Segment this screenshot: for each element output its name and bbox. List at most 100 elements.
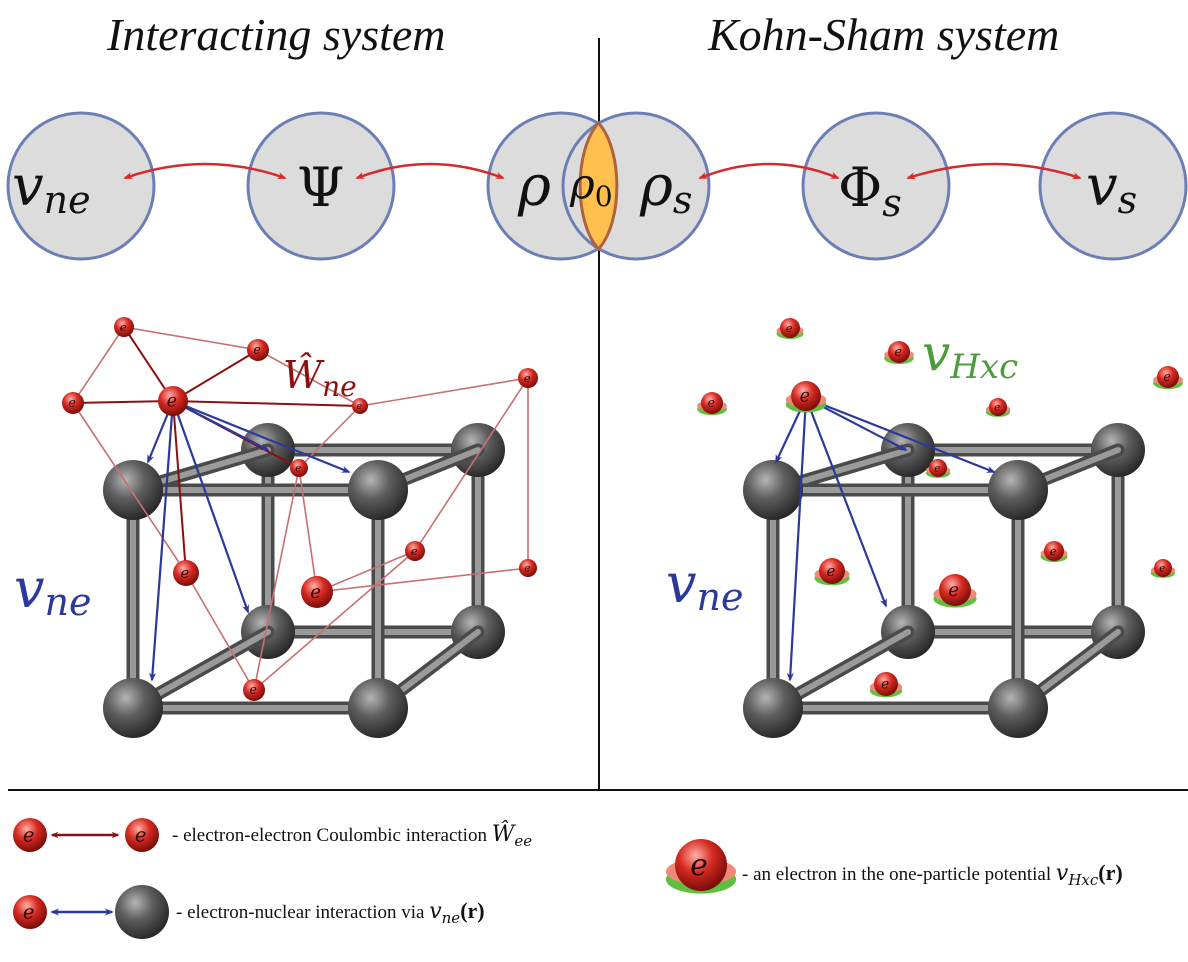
symbol-phi-s: Φs	[838, 156, 902, 225]
ks-electron: e	[869, 672, 903, 698]
electron-sphere	[1157, 366, 1179, 388]
symbol-rho0: ρ0	[569, 159, 613, 213]
symbol-v-s: vs	[1086, 154, 1137, 222]
electron-label: e	[295, 462, 301, 474]
electron: e	[929, 459, 947, 477]
electron-label: e	[411, 544, 418, 558]
electron-label: e	[994, 401, 1000, 413]
electron-label: e	[1050, 544, 1057, 558]
electron: e	[405, 541, 425, 561]
legend-en-text: - electron-nuclear interaction via vne(r…	[176, 898, 485, 927]
ee-arrow-secondary	[256, 349, 362, 407]
electron-label: e	[120, 320, 127, 334]
symbol-rho-s: ρs	[639, 154, 692, 222]
circle-psi	[246, 111, 396, 261]
electron-sphere	[1154, 559, 1172, 577]
arrow-rhos-phis	[698, 162, 840, 180]
ee-arrow-secondary	[72, 325, 125, 405]
legend-en-sub: ne	[441, 908, 461, 927]
ks-electron: e	[985, 398, 1011, 417]
electron: e	[352, 398, 368, 414]
electron-label: e	[881, 677, 889, 693]
electron-label: e	[357, 401, 363, 412]
legend-ks-arg: (r)	[1098, 860, 1123, 885]
ee-arrow-secondary	[298, 405, 361, 469]
ks-electron: e	[925, 459, 951, 478]
electron: e	[519, 559, 537, 577]
legend-en-prefix: - electron-nuclear interaction via	[176, 902, 430, 923]
electron-label: e	[934, 462, 940, 474]
electron-sphere	[62, 392, 84, 414]
arrow-vne-psi	[123, 162, 287, 180]
electron-sphere	[675, 839, 727, 891]
circle-symbols: vne Ψ ρ ρ0 ρs Φs vs	[12, 154, 1137, 225]
en-arrow-right	[804, 396, 888, 608]
nucleus	[348, 678, 408, 738]
electron-sphere	[791, 381, 821, 411]
electron: e	[675, 839, 727, 891]
electron: e	[243, 679, 265, 701]
label-v-ne-left: vne	[14, 557, 91, 624]
arrow-psi-rho	[355, 162, 505, 180]
electron: e	[1154, 559, 1172, 577]
electron-sphere	[819, 558, 845, 584]
nucleus	[988, 460, 1048, 520]
en-arrow-left	[148, 399, 177, 682]
electron: e	[247, 339, 269, 361]
label-W-ne: Ŵne	[283, 353, 357, 403]
legend-en-arg: (r)	[460, 898, 485, 923]
electron-label: e	[948, 580, 959, 601]
nucleus	[743, 460, 803, 520]
electron-label: e	[690, 848, 708, 883]
legend-nucleus	[115, 885, 169, 939]
label-v-hxc: vHxc	[922, 324, 1018, 387]
electron-sphere	[874, 672, 898, 696]
ks-electron: e	[933, 574, 977, 608]
electron: e	[125, 818, 159, 852]
electron: e	[13, 895, 47, 929]
electron: e	[819, 558, 845, 584]
electron: e	[1044, 541, 1064, 561]
electron-sphere	[1044, 541, 1064, 561]
ee-arrow-secondary	[122, 325, 260, 352]
electron-label: e	[786, 321, 793, 335]
electron-label: e	[68, 395, 75, 410]
electron-sphere	[13, 818, 47, 852]
ee-arrow-secondary	[414, 376, 529, 553]
electron-sphere	[114, 317, 134, 337]
ks-electron: e	[884, 341, 914, 365]
overlap-rho0	[578, 120, 619, 252]
legend-ks-sub: Hxc	[1068, 870, 1099, 889]
electron-label: e	[800, 387, 810, 407]
en-arrow-left	[171, 399, 250, 614]
ee-arrow-main	[71, 397, 175, 407]
electron-label: e	[23, 900, 35, 923]
electron-sphere	[125, 818, 159, 852]
electron-label: e	[181, 564, 190, 582]
electron-sphere	[13, 895, 47, 929]
electron-sphere	[405, 541, 425, 561]
electron: e	[888, 341, 910, 363]
ks-electron: e	[697, 392, 727, 416]
electron-sphere	[243, 679, 265, 701]
electron-sphere	[929, 459, 947, 477]
electron: e	[780, 318, 800, 338]
electron-label: e	[1163, 369, 1170, 384]
ee-arrow-secondary	[358, 376, 530, 408]
legend-ee-symbol: Ŵ	[491, 822, 515, 847]
electron-sphere	[518, 368, 538, 388]
ks-electron: e	[814, 558, 850, 586]
electron-sphere	[701, 392, 723, 414]
electron-label: e	[253, 342, 260, 357]
electron-label: e	[135, 823, 147, 846]
electron-label: e	[310, 582, 321, 603]
electron: e	[518, 368, 538, 388]
electron: e	[874, 672, 898, 696]
title-interacting-system: Interacting system	[107, 9, 446, 60]
electron-label: e	[707, 395, 714, 410]
electron-sphere	[173, 560, 199, 586]
ks-electron: e	[785, 381, 827, 413]
legend-ee-text: - electron-electron Coulombic interactio…	[172, 822, 532, 850]
